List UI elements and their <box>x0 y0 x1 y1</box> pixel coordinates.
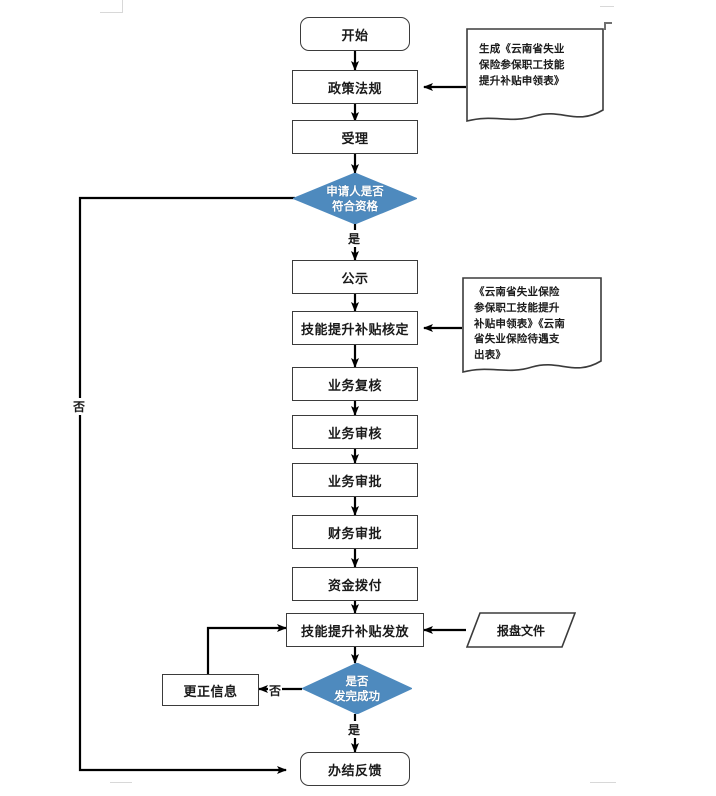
node-accept-label: 受理 <box>341 131 369 147</box>
node-fundpay[interactable]: 资金拨付 <box>292 567 418 601</box>
decision-success-shape <box>302 663 412 714</box>
edge-label-success-yes: 是 <box>347 721 362 738</box>
node-publicize-label: 公示 <box>341 271 369 287</box>
node-publicize[interactable]: 公示 <box>292 260 418 294</box>
edge-label-success-no: 否 <box>268 682 283 699</box>
doc-apply-text: 生成《云南省失业 保险参保职工技能 提升补贴申领表》 <box>479 42 595 89</box>
cropmark-top-left <box>100 0 123 13</box>
cropmark-bottom-left <box>110 782 132 783</box>
node-correct[interactable]: 更正信息 <box>162 674 259 706</box>
doc-pay-text: 《云南省失业保险 参保职工技能提升 补贴申领表》《云南 省失业保险待遇支 出表》 <box>474 285 594 364</box>
doc-pay[interactable]: 《云南省失业保险 参保职工技能提升 补贴申领表》《云南 省失业保险待遇支 出表》 <box>462 277 602 377</box>
doc-pay-line4: 省失业保险待遇支 <box>474 333 560 346</box>
edge-label-eligible-no: 否 <box>72 398 87 415</box>
bid-file-label: 报盘文件 <box>496 623 545 638</box>
node-correct-label: 更正信息 <box>183 684 238 700</box>
node-review-label: 业务审核 <box>327 426 382 442</box>
node-decision-eligible[interactable]: 申请人是否 符合资格 <box>293 173 417 224</box>
node-policy[interactable]: 政策法规 <box>292 70 418 104</box>
node-verify-label: 技能提升补贴核定 <box>300 322 409 338</box>
decision-eligible-shape <box>293 173 417 224</box>
cropmark-top-right <box>600 6 614 7</box>
doc-pay-line5: 出表》 <box>474 349 507 361</box>
bid-file-shape <box>466 612 576 648</box>
cropmark-top-right-corner <box>604 22 612 30</box>
node-bid-file[interactable]: 报盘文件 <box>466 612 576 648</box>
node-grant[interactable]: 技能提升补贴发放 <box>286 613 424 647</box>
node-verify[interactable]: 技能提升补贴核定 <box>292 311 418 345</box>
node-fundpay-label: 资金拨付 <box>327 578 382 594</box>
node-approve-label: 业务审批 <box>327 474 382 490</box>
doc-apply-line3: 提升补贴申领表》 <box>479 74 565 87</box>
node-recheck-label: 业务复核 <box>327 378 382 394</box>
node-policy-label: 政策法规 <box>327 81 382 97</box>
doc-pay-line1: 《云南省失业保险 <box>474 286 560 298</box>
doc-apply-line1: 生成《云南省失业 <box>479 43 565 55</box>
doc-pay-line3: 补贴申领表》《云南 <box>474 317 566 330</box>
doc-pay-shape <box>462 277 602 374</box>
edge-correct-grant <box>206 624 287 674</box>
doc-apply[interactable]: 生成《云南省失业 保险参保职工技能 提升补贴申领表》 <box>466 28 604 126</box>
node-review[interactable]: 业务审核 <box>292 415 418 449</box>
node-start-label: 开始 <box>341 28 369 44</box>
node-start[interactable]: 开始 <box>300 17 410 51</box>
node-approve[interactable]: 业务审批 <box>292 463 418 497</box>
doc-pay-line2: 参保职工技能提升 <box>474 301 560 314</box>
node-end-label: 办结反馈 <box>327 763 382 779</box>
cropmark-bottom-right <box>590 782 616 783</box>
node-grant-label: 技能提升补贴发放 <box>300 624 409 640</box>
node-recheck[interactable]: 业务复核 <box>292 367 418 401</box>
edge-eligible-end <box>78 196 295 774</box>
node-finapprove-label: 财务审批 <box>327 526 382 542</box>
edge-label-eligible-yes: 是 <box>347 230 362 247</box>
doc-apply-line2: 保险参保职工技能 <box>479 58 565 71</box>
node-finapprove[interactable]: 财务审批 <box>292 515 418 549</box>
doc-apply-shape <box>466 28 604 123</box>
node-accept[interactable]: 受理 <box>292 120 418 154</box>
node-decision-success[interactable]: 是否 发完成功 <box>302 663 412 714</box>
node-end[interactable]: 办结反馈 <box>300 752 410 786</box>
